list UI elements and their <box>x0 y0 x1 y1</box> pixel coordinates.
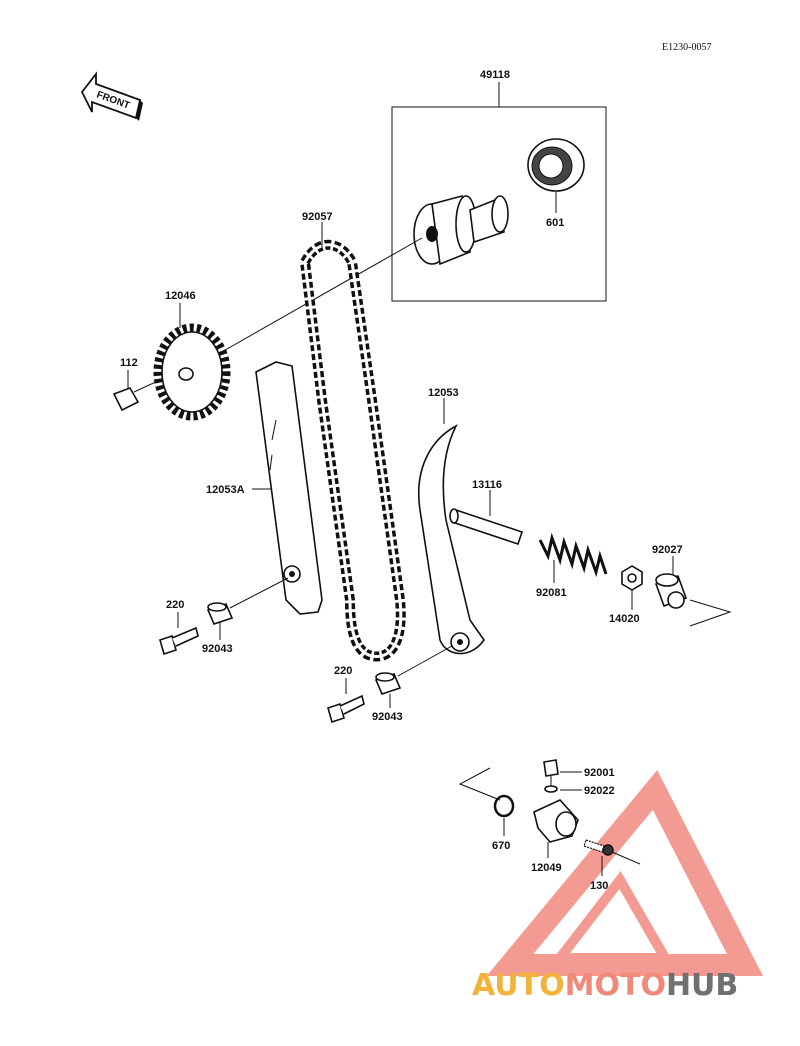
label-bolt-112: 112 <box>120 357 138 369</box>
chain-guide-right <box>418 424 485 655</box>
bolt-112 <box>112 379 161 412</box>
label-chain: 92057 <box>302 211 333 223</box>
collar-92043-left <box>206 577 289 625</box>
label-sprocket: 12046 <box>165 290 196 302</box>
collar-92043-right <box>374 645 453 695</box>
tensioner-body <box>533 799 579 843</box>
label-spring: 92081 <box>536 587 567 599</box>
cam-chain <box>299 239 406 662</box>
washer-92022 <box>544 785 558 793</box>
label-tensioner: 12049 <box>531 862 562 874</box>
collar-92027 <box>654 573 732 627</box>
bearing <box>527 138 585 192</box>
label-bolt-220-right: 220 <box>334 665 352 677</box>
camshaft <box>413 194 509 266</box>
label-guide-left: 12053A <box>206 484 245 496</box>
front-arrow-icon: FRONT <box>80 71 143 121</box>
oring <box>493 794 515 818</box>
bolt-220-left <box>159 626 199 656</box>
label-bolt-220-left: 220 <box>166 599 184 611</box>
label-push-rod: 13116 <box>472 479 502 491</box>
push-rod <box>449 508 524 546</box>
bolt-220-right <box>327 694 365 724</box>
label-bolt-92001: 92001 <box>584 767 615 779</box>
label-collar-92027: 92027 <box>652 544 683 556</box>
label-collar-right: 92043 <box>372 711 403 723</box>
watermark-triangle <box>486 770 764 976</box>
label-bolt-130: 130 <box>590 880 608 892</box>
nut <box>621 565 643 591</box>
diagram-code: E1230-0057 <box>662 42 711 53</box>
cam-sprocket <box>153 323 231 421</box>
watermark-moto: MOTO <box>565 968 666 1003</box>
label-washer-92022: 92022 <box>584 785 615 797</box>
spring <box>538 532 608 578</box>
label-oring: 670 <box>492 840 510 852</box>
label-bearing: 601 <box>546 217 564 229</box>
label-camshaft-assy: 49118 <box>480 69 510 81</box>
label-nut: 14020 <box>609 613 640 625</box>
chain-guide-left <box>255 361 323 615</box>
watermark-hub: HUB <box>666 968 738 1003</box>
bolt-130 <box>583 839 614 856</box>
watermark-auto: AUTO <box>472 968 565 1003</box>
label-collar-left: 92043 <box>202 643 233 655</box>
svg-text:AUTOMOTOHUB: AUTOMOTOHUB <box>472 968 738 1003</box>
watermark-logo: AUTOMOTOHUB <box>472 968 738 1003</box>
label-guide-right: 12053 <box>428 387 459 399</box>
